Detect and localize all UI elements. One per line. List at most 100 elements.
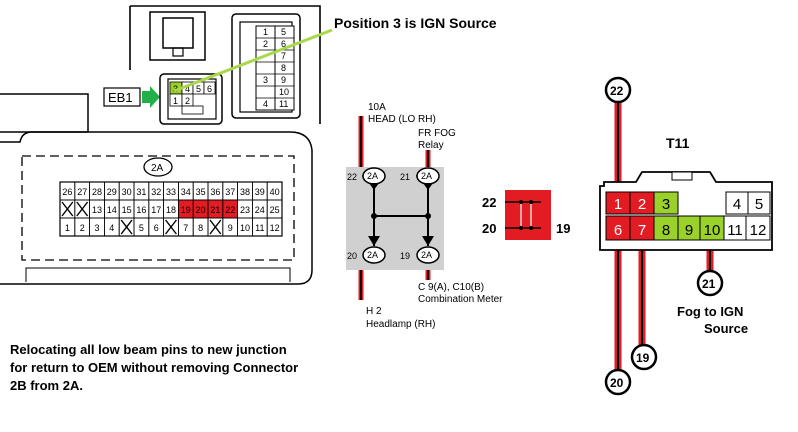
connector-2a-pin: 30: [122, 187, 132, 197]
connector-2a-pin: 31: [136, 187, 146, 197]
caption-line-2: for return to OEM without removing Conne…: [10, 360, 299, 375]
blank-pin-cross-icon: [76, 201, 89, 217]
t11-pin: 9: [685, 222, 693, 239]
t11-pin: 2: [638, 196, 646, 213]
connector-2a-pin: 39: [255, 187, 265, 197]
top-pin: 3: [263, 75, 268, 85]
connector-2a-pin: 32: [151, 187, 161, 197]
eb1-pin: 6: [207, 84, 212, 94]
mini-junction-19: 19: [556, 221, 570, 236]
connector-2a-pin: 7: [183, 223, 188, 233]
fog-label-2: Source: [704, 321, 748, 336]
relay-pin-19: 19: [400, 251, 410, 261]
connector-2a-pin: 23: [240, 205, 250, 215]
relay-badge: 2A: [367, 250, 378, 260]
connector-2a-pin: 18: [166, 205, 176, 215]
connector-2a-pin: 10: [240, 223, 250, 233]
eb1-pin: 1: [173, 96, 178, 106]
blank-pin-cross-icon: [165, 219, 177, 235]
connector-2a-pin: 5: [139, 223, 144, 233]
caption-line-3: 2B from 2A.: [10, 378, 83, 393]
top-pin: 2: [263, 39, 268, 49]
t11-pin: 8: [662, 222, 670, 239]
connector-2a-cell: [266, 217, 283, 237]
relay-badge: 2A: [421, 171, 432, 181]
relay-bottom-right-2: Combination Meter: [418, 294, 503, 305]
t11-pin: 5: [755, 196, 763, 213]
t11-cell: [699, 215, 725, 241]
caption: Relocating all low beam pins to new junc…: [10, 341, 370, 395]
top-pin: 10: [279, 87, 289, 97]
t11-pin: 10: [704, 222, 721, 239]
connector-2a-label: 2A: [151, 163, 164, 174]
connector-2a-pin: 22: [225, 205, 235, 215]
top-pin: 11: [279, 99, 288, 109]
t11-cell: [653, 215, 679, 241]
t11-pin: 7: [638, 222, 646, 239]
blank-pin-cross-icon: [120, 219, 133, 235]
connector-2a-pin: 12: [270, 223, 280, 233]
top-pin: 1: [263, 27, 268, 37]
t11-circle-21: 21: [702, 277, 716, 291]
top-pin: 7: [281, 51, 286, 61]
t11-cell: [605, 215, 631, 241]
connector-2a-pin: 38: [240, 187, 250, 197]
t11-pin: 1: [614, 196, 622, 213]
t11-circle-20: 20: [610, 376, 624, 390]
eb1-label: EB1: [108, 90, 133, 105]
connector-2a-pin: 3: [94, 223, 99, 233]
connector-2a-pin: 2: [80, 223, 85, 233]
connector-2a-pin: 13: [92, 205, 102, 215]
relay-top-label-2: HEAD (LO RH): [368, 114, 436, 125]
top-pin: 9: [281, 75, 286, 85]
relay-top-right-1: FR FOG: [418, 128, 456, 139]
relay-bottom-left-1: H 2: [366, 306, 382, 317]
t11-circle-22: 22: [610, 84, 624, 98]
connector-2a-pin: 33: [166, 187, 176, 197]
top-pin: 4: [263, 99, 268, 109]
eb1-arrow-icon: [142, 86, 160, 108]
eb1-pin: 2: [185, 96, 190, 106]
t11-title: T11: [666, 135, 690, 151]
top-connector: 1 5 2 6 7 8 3 9 10 4 11: [231, 13, 301, 119]
t11-circle-19: 19: [636, 351, 650, 365]
connector-2a-pin: 20: [196, 205, 206, 215]
mini-junction-20: 20: [482, 221, 496, 236]
eb1-connector: 3 4 5 6 1 2: [159, 73, 223, 125]
top-pin: 6: [281, 39, 286, 49]
caption-line-1: Relocating all low beam pins to new junc…: [10, 342, 287, 357]
connector-2a-pin: 34: [181, 187, 191, 197]
connector-2a-pin: 17: [151, 205, 161, 215]
top-pin: 5: [281, 27, 286, 37]
annotation-text: Position 3 is IGN Source: [334, 15, 497, 31]
connector-2a-pin: 28: [92, 187, 102, 197]
relay-top-right-2: Relay: [418, 140, 444, 151]
connector-2a-pin: 19: [181, 205, 191, 215]
connector-2a-pin: 36: [210, 187, 220, 197]
connector-2a-pin: 27: [77, 187, 87, 197]
callout-line: [173, 28, 333, 93]
connector-2a-pin: 1: [65, 223, 70, 233]
t11-cell: [653, 191, 679, 215]
fog-label-1: Fog to IGN: [677, 304, 743, 319]
mini-junction-22: 22: [482, 195, 496, 210]
t11-cell: [747, 191, 771, 215]
eb1-pin: 4: [185, 84, 190, 94]
relay-badge: 2A: [421, 250, 432, 260]
relay-badge: 2A: [367, 171, 378, 181]
t11-pin: 12: [750, 222, 767, 239]
t11-pin: 4: [733, 196, 741, 213]
relay-bottom-right-1: C 9(A), C10(B): [418, 282, 484, 293]
relay-top-label-1: 10A: [368, 102, 386, 113]
mini-junction: 22 20 19: [482, 190, 570, 240]
connector-2a-pin: 4: [109, 223, 114, 233]
junction-block: 1 5 2 6 7 8 3 9 10 4 11 EB1: [0, 5, 333, 133]
t11-cell: [745, 215, 771, 241]
t11-pin: 11: [727, 222, 743, 239]
connector-2a-pin: 14: [107, 205, 117, 215]
relay-pin-20: 20: [347, 251, 357, 261]
connector-2a-pin: 11: [255, 223, 264, 233]
